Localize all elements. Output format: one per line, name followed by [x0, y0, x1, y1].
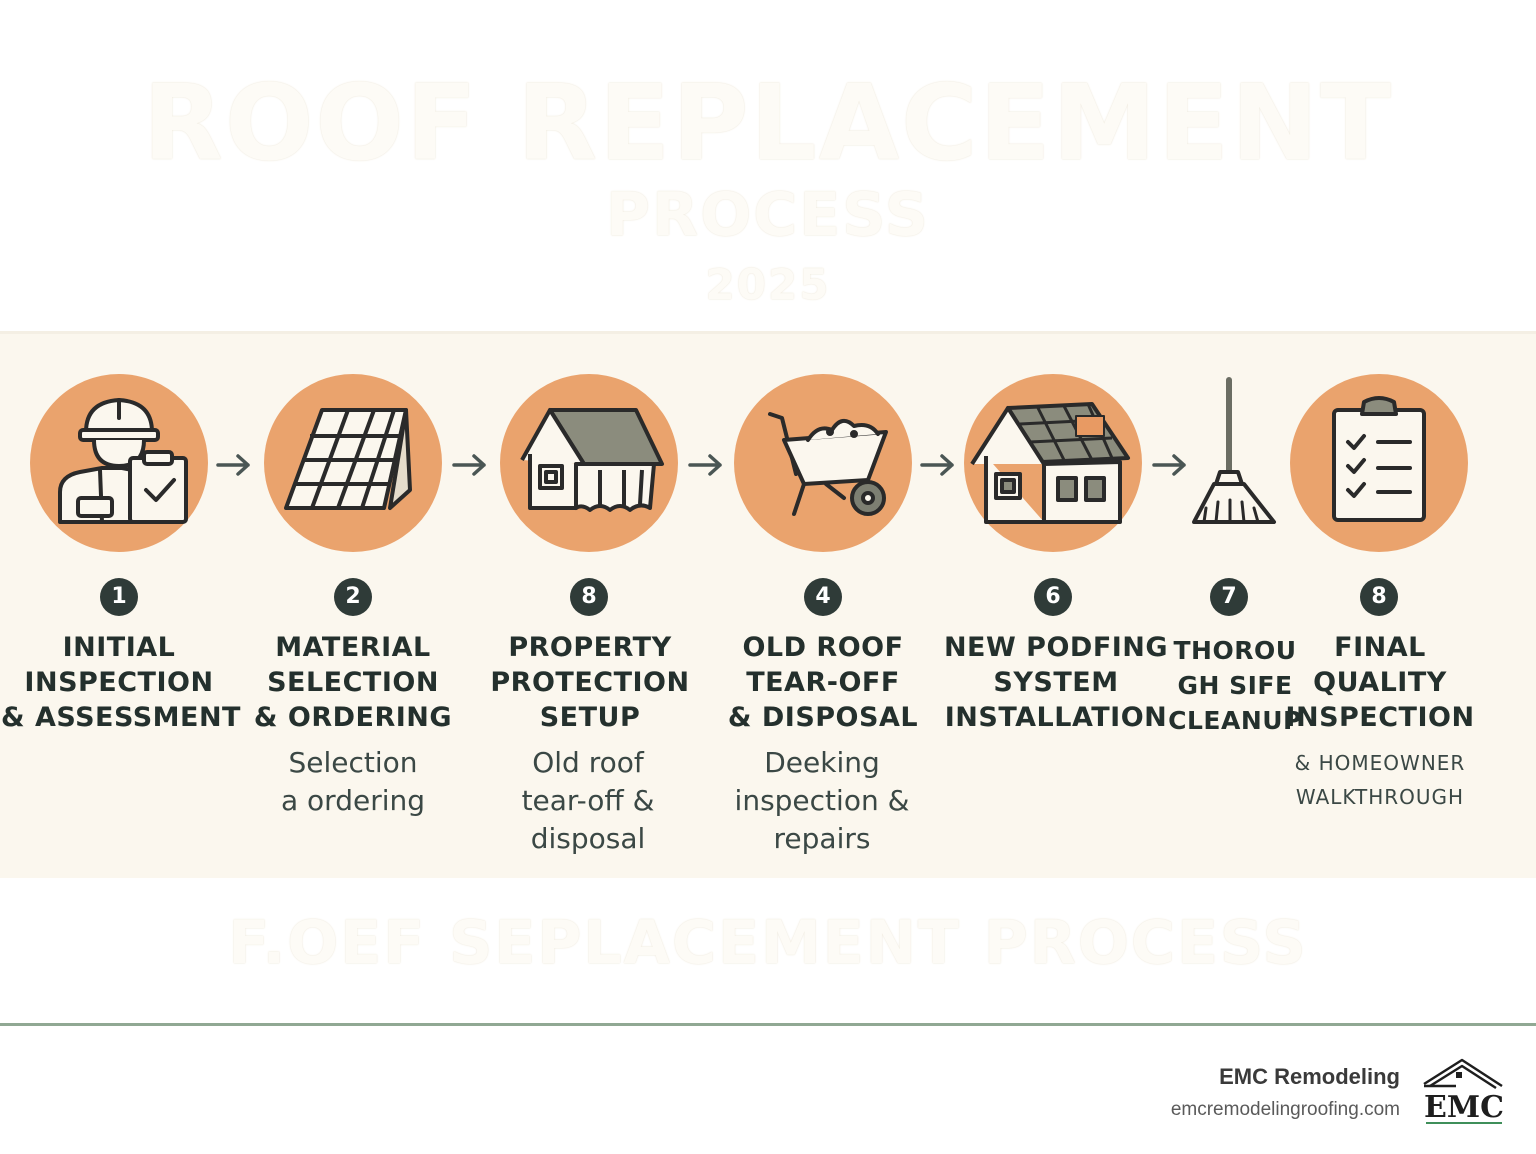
arrow-right-icon	[452, 454, 486, 476]
house-tarp-icon	[520, 408, 664, 512]
footer-divider	[0, 1023, 1536, 1026]
step-1-number: 1	[100, 578, 138, 616]
page-year: 2025	[705, 260, 831, 309]
step-3-number: 8	[570, 578, 608, 616]
page-subtitle: PROCESS	[606, 180, 930, 250]
step-6-number: 7	[1210, 578, 1248, 616]
inspector-clipboard-icon	[58, 398, 188, 524]
step-4-number: 4	[804, 578, 842, 616]
step-4-circle	[734, 374, 912, 552]
broom-icon	[1192, 377, 1276, 524]
step-3-circle	[500, 374, 678, 552]
step-5-number: 6	[1034, 578, 1072, 616]
step-6-icon	[1142, 374, 1320, 552]
arrow-right-icon	[1152, 454, 1186, 476]
new-roof-house-icon	[970, 402, 1130, 524]
step-7-circle	[1290, 374, 1468, 552]
footer-title: F.OEF SEPLACEMENT PROCESS	[228, 908, 1308, 978]
brand-name: EMC Remodeling	[1219, 1064, 1400, 1089]
arrow-right-icon	[688, 454, 722, 476]
arrow-right-icon	[216, 454, 250, 476]
arrow-right-icon	[920, 454, 954, 476]
step-5-circle	[964, 374, 1142, 552]
step-1-circle	[30, 374, 208, 552]
step-2-circle	[264, 374, 442, 552]
roof-shingles-icon	[284, 408, 412, 510]
wheelbarrow-icon	[768, 412, 888, 516]
brand-logo-text: EMC	[1424, 1090, 1504, 1125]
house-logo-icon	[1423, 1058, 1503, 1090]
page-title: ROOF REPLACEMENT	[142, 62, 1394, 184]
brand-url[interactable]: emcremodelingroofing.com	[1170, 1099, 1400, 1120]
checklist-icon	[1332, 396, 1426, 522]
step-2-number: 2	[334, 578, 372, 616]
step-7-number: 8	[1360, 578, 1398, 616]
